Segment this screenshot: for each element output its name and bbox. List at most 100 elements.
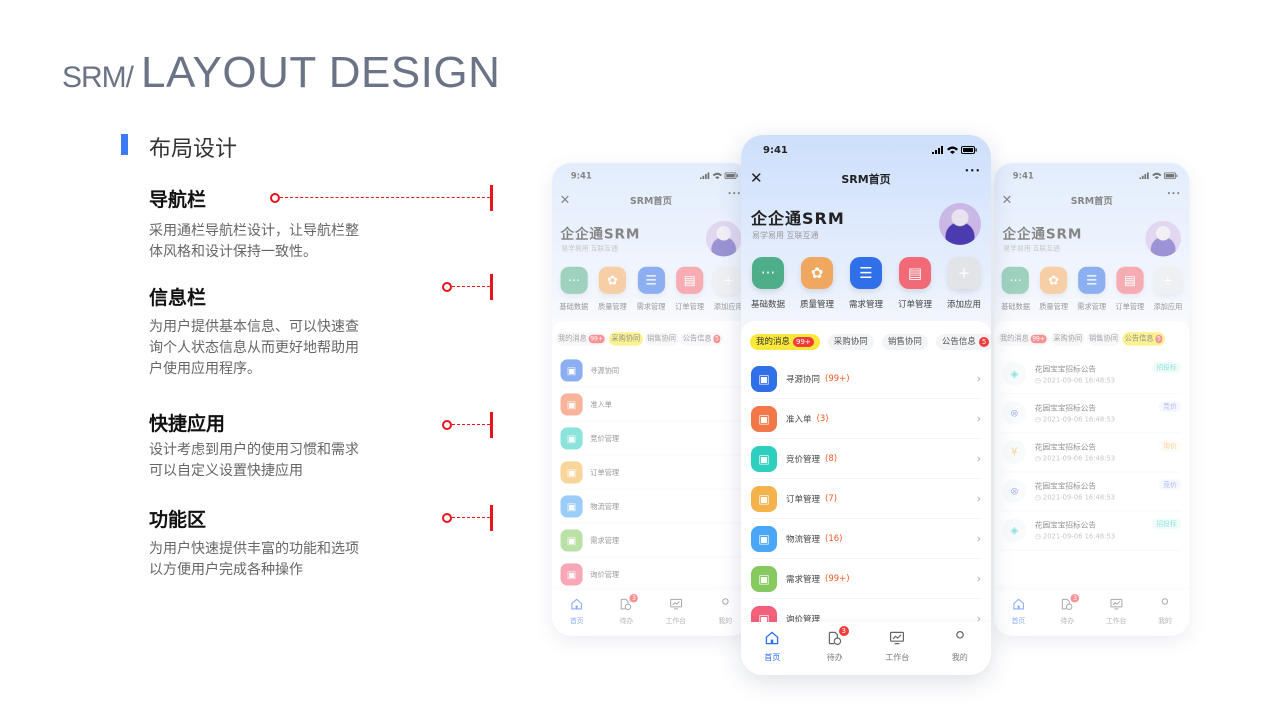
module-row[interactable]: ▣寻源协同(99+)› [751, 359, 981, 399]
quick-app-plus[interactable]: +添加应用 [709, 266, 748, 312]
quick-app-chat[interactable]: ···基础数据 [744, 257, 792, 310]
item-heading: 信息栏 [149, 287, 207, 309]
close-icon[interactable]: ✕ [750, 169, 763, 187]
module-label: 寻源协同 [786, 374, 821, 385]
quick-app-document[interactable]: ☰需求管理 [1073, 266, 1111, 312]
avatar[interactable] [1145, 220, 1181, 257]
tab-2[interactable]: 销售协同 [644, 332, 679, 346]
function-card [994, 321, 1190, 636]
tab-1[interactable]: 采购协同 [608, 332, 643, 346]
module-list: ▣寻源协同▣准入单▣竞价管理▣订单管理▣物流管理▣需求管理▣询价管理 [560, 353, 742, 592]
tab-label: 销售协同 [1089, 334, 1118, 344]
module-row[interactable]: ▣订单管理(7)› [751, 479, 981, 519]
tabbar-home[interactable]: 首页 [994, 591, 1043, 636]
notice-type-icon: ⊗ [1002, 479, 1027, 503]
more-icon[interactable]: ••• [1167, 190, 1181, 197]
tab-2[interactable]: 销售协同 [881, 334, 928, 350]
module-label: 准入单 [786, 414, 812, 425]
tabbar-home[interactable]: 首页 [741, 622, 804, 675]
module-row[interactable]: ▣需求管理 [560, 523, 742, 558]
tab-1[interactable]: 采购协同 [827, 334, 874, 350]
tab-badge: 5 [1155, 334, 1163, 344]
module-count: (99+) [825, 573, 850, 584]
tab-1[interactable]: 采购协同 [1050, 332, 1085, 346]
close-icon[interactable]: ✕ [559, 191, 571, 208]
avatar[interactable] [705, 220, 742, 257]
tabbar-home[interactable]: 首页 [552, 591, 602, 636]
close-icon[interactable]: ✕ [1001, 191, 1013, 208]
tabbar-label: 待办 [619, 616, 634, 625]
tab-label: 销售协同 [647, 334, 676, 344]
sourcing-icon: ▣ [560, 358, 583, 382]
module-label: 需求管理 [590, 536, 620, 546]
module-row[interactable]: ▣竞价管理 [560, 421, 742, 456]
item-description: 采用通栏导航栏设计，让导航栏整体风格和设计保持一致性。 [149, 221, 379, 263]
quick-app-folder[interactable]: ▤订单管理 [891, 257, 939, 310]
quick-app-document[interactable]: ☰需求管理 [842, 257, 890, 310]
tab-2[interactable]: 销售协同 [1086, 332, 1121, 346]
quick-app-folder[interactable]: ▤订单管理 [670, 266, 709, 312]
folder-icon: ▤ [1116, 266, 1144, 294]
user-icon [955, 631, 964, 639]
module-label: 询价管理 [786, 614, 821, 625]
module-row[interactable]: ▣订单管理 [560, 455, 742, 490]
module-row[interactable]: ▣寻源协同 [560, 353, 742, 388]
quick-app-label: 质量管理 [799, 300, 834, 310]
tabbar-workbench[interactable]: 工作台 [1092, 591, 1141, 636]
quick-app-flower[interactable]: ✿质量管理 [1035, 266, 1073, 312]
module-row[interactable]: ▣需求管理(99+)› [751, 559, 981, 599]
quick-app-plus[interactable]: +添加应用 [1149, 266, 1187, 312]
module-row[interactable]: ▣竞价管理(8)› [751, 439, 981, 479]
quick-app-flower[interactable]: ✿质量管理 [793, 257, 841, 310]
demand-icon: ▣ [751, 565, 777, 592]
function-card [552, 321, 751, 636]
module-label: 订单管理 [786, 494, 821, 505]
workbench-icon [669, 598, 682, 610]
module-row[interactable]: ▣物流管理 [560, 489, 742, 524]
quick-app-flower[interactable]: ✿质量管理 [593, 266, 632, 312]
item-description: 为用户快速提供丰富的功能和选项以方便用户完成各种操作 [149, 539, 379, 581]
quick-app-document[interactable]: ☰需求管理 [632, 266, 671, 312]
module-row[interactable]: ▣询价管理 [560, 557, 742, 592]
callout-dot [270, 193, 280, 203]
tabbar-user[interactable]: 我的 [929, 622, 992, 675]
status-icons [1139, 172, 1178, 180]
module-row[interactable]: ▣物流管理(16)› [751, 519, 981, 559]
tabbar-workbench[interactable]: 工作台 [651, 591, 701, 636]
brand-title: 企企通SRM [1002, 225, 1083, 243]
sourcing-icon: ▣ [751, 365, 777, 392]
quick-app-folder[interactable]: ▤订单管理 [1111, 266, 1149, 312]
tabbar-user[interactable]: 我的 [701, 591, 751, 636]
quick-app-chat[interactable]: ···基础数据 [997, 266, 1035, 312]
module-row[interactable]: ▣准入单(3)› [751, 399, 981, 439]
module-row[interactable]: ▣准入单 [560, 387, 742, 422]
tabbar-user[interactable]: 我的 [1141, 591, 1190, 636]
module-count: (16) [825, 533, 843, 544]
module-label: 订单管理 [590, 468, 620, 478]
avatar[interactable] [939, 203, 981, 245]
quick-app-label: 订单管理 [675, 303, 705, 312]
user-icon [722, 598, 729, 605]
tabbar-workbench[interactable]: 工作台 [866, 622, 929, 675]
more-icon[interactable]: ••• [964, 167, 981, 175]
quick-app-chat[interactable]: ···基础数据 [555, 266, 594, 312]
quick-app-plus[interactable]: +添加应用 [940, 257, 988, 310]
todo-icon [1062, 598, 1073, 611]
workbench-icon [890, 631, 905, 645]
chat-icon: ··· [752, 257, 784, 289]
more-icon[interactable]: ••• [727, 190, 742, 197]
